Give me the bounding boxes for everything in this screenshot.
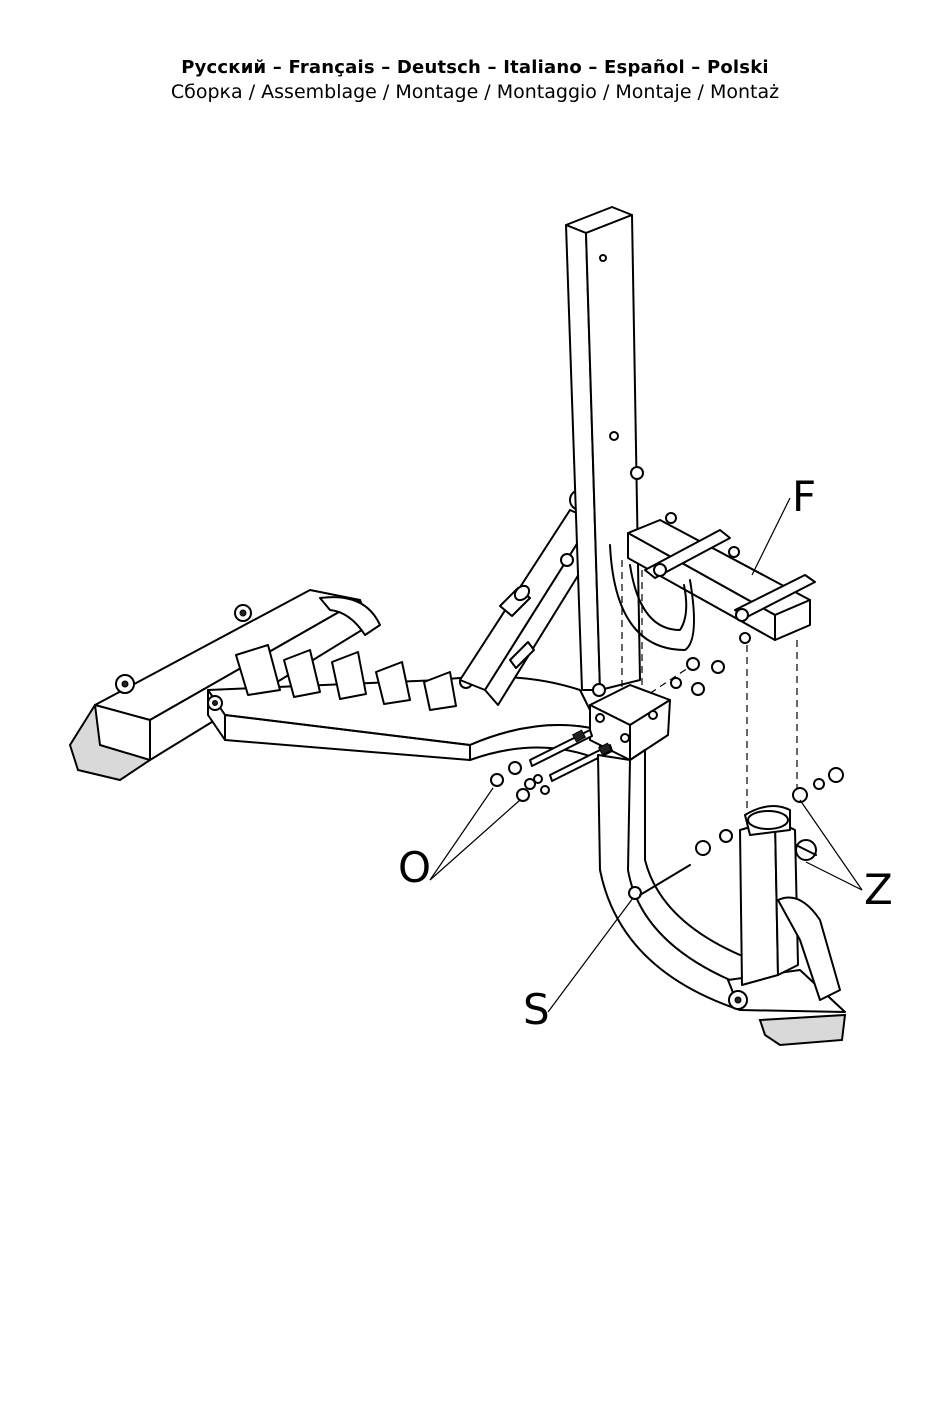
leader-O-2 (430, 800, 520, 880)
callout-Z: Z (864, 865, 893, 914)
leader-O-1 (430, 788, 493, 880)
leader-Z-1 (806, 862, 862, 890)
callout-S: S (523, 985, 550, 1034)
leader-F (752, 498, 790, 575)
callout-F: F (792, 472, 816, 521)
front-upright (696, 768, 843, 1000)
seat-rail (208, 645, 600, 760)
bracket-F (610, 513, 815, 650)
hardware-upper (671, 658, 724, 695)
callout-O: O (398, 843, 431, 892)
leader-S (548, 898, 633, 1012)
